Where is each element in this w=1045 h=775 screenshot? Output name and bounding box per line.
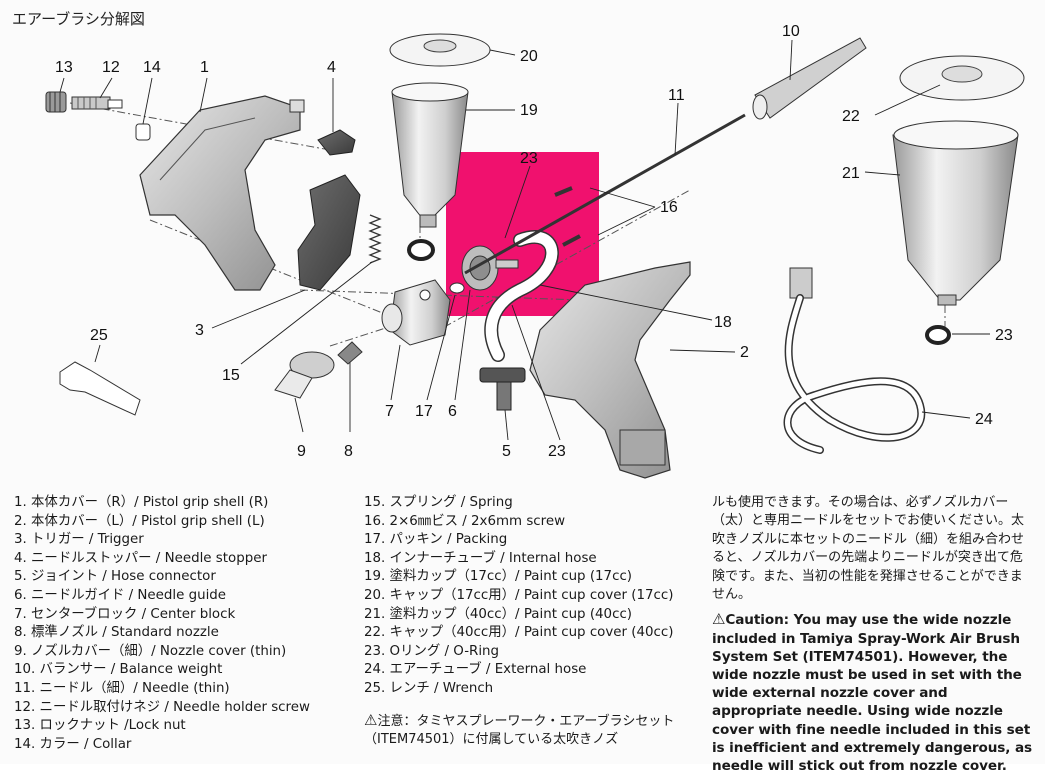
callout-4: 4 (327, 59, 336, 76)
legend-item: 8. 標準ノズル / Standard nozzle (14, 625, 219, 641)
legend-item: 20. キャップ（17cc用）/ Paint cup cover (17cc) (364, 587, 674, 603)
callout-23-top: 23 (520, 150, 538, 167)
paint-cup-17cc-part (391, 82, 469, 228)
caution-text-ja-cont: ルも使用できます。その場合は、必ずノズルカバー（太）と専用ニードルをセットでお使… (712, 495, 1025, 603)
legend-item: 25. レンチ / Wrench (364, 680, 494, 696)
legend-item: 23. Oリング / O-Ring (364, 643, 500, 659)
balance-weight-part (752, 37, 867, 120)
collar-part (135, 123, 151, 141)
page-title: エアーブラシ分解図 (12, 10, 145, 28)
legend-item: 4. ニードルストッパー / Needle stopper (14, 550, 267, 566)
hose-connector-part (479, 367, 526, 411)
caution-text-en: Caution: You may use the wide nozzle inc… (712, 612, 1033, 775)
callout-1: 1 (200, 59, 209, 76)
caution-notes-right: ルも使用できます。その場合は、必ずノズルカバー（太）と専用ニードルをセットでお使… (712, 494, 1034, 775)
callout-5: 5 (502, 443, 511, 460)
callout-22: 22 (842, 108, 860, 125)
warning-triangle-icon: ⚠ (712, 610, 726, 629)
legend-item: 24. エアーチューブ / External hose (364, 662, 587, 678)
paint-cup-40cc-part (892, 120, 1019, 306)
parts-legend-col-2: 15. スプリング / Spring 16. 2×6㎜ビス / 2x6mm sc… (364, 494, 674, 699)
legend-item: 1. 本体カバー（R）/ Pistol grip shell (R) (14, 495, 269, 510)
legend-item: 16. 2×6㎜ビス / 2x6mm screw (364, 513, 566, 529)
standard-nozzle-part (337, 341, 363, 365)
center-block-part (381, 279, 451, 346)
legend-item: 15. スプリング / Spring (364, 495, 513, 510)
callout-labels: 13 12 14 1 4 20 19 10 11 22 21 23 16 18 … (55, 23, 1013, 460)
paint-cup-cover-17cc-part (389, 33, 491, 67)
legend-item: 9. ノズルカバー（細）/ Nozzle cover (thin) (14, 643, 287, 659)
warning-triangle-icon: ⚠ (364, 711, 378, 729)
legend-item: 22. キャップ（40cc用）/ Paint cup cover (40cc) (364, 625, 674, 641)
trigger-part (297, 174, 361, 291)
callout-16: 16 (660, 199, 678, 216)
callout-2: 2 (740, 344, 749, 361)
callout-9: 9 (297, 443, 306, 460)
caution-en-block: ⚠Caution: You may use the wide nozzle in… (712, 610, 1034, 775)
legend-item: 17. パッキン / Packing (364, 532, 508, 548)
callout-6: 6 (448, 403, 457, 420)
parts-legend-col-1: 1. 本体カバー（R）/ Pistol grip shell (R) 2. 本体… (14, 494, 310, 754)
callout-10: 10 (782, 23, 800, 40)
screw-part (554, 186, 581, 247)
callout-20: 20 (520, 48, 538, 65)
legend-item: 18. インナーチューブ / Internal hose (364, 550, 597, 566)
lock-nut-part (45, 91, 67, 113)
callout-23-bottom: 23 (548, 443, 566, 460)
legend-item: 11. ニードル（細）/ Needle (thin) (14, 680, 230, 696)
legend-item: 13. ロックナット /Lock nut (14, 718, 186, 734)
legend-item: 3. トリガー / Trigger (14, 532, 144, 548)
callout-24: 24 (975, 411, 993, 428)
callout-23-right: 23 (995, 327, 1013, 344)
legend-item: 14. カラー / Collar (14, 736, 132, 752)
callout-21: 21 (842, 165, 860, 182)
leader-lines (59, 39, 990, 441)
packing-part (449, 282, 465, 294)
legend-item: 19. 塗料カップ（17cc）/ Paint cup (17cc) (364, 569, 633, 585)
o-ring-right-part (925, 325, 951, 345)
legend-item: 21. 塗料カップ（40cc）/ Paint cup (40cc) (364, 606, 633, 622)
legend-item: 2. 本体カバー（L）/ Pistol grip shell (L) (14, 513, 265, 529)
callout-14: 14 (143, 59, 161, 76)
callout-17: 17 (415, 403, 433, 420)
callout-11: 11 (668, 87, 685, 104)
legend-item: 6. ニードルガイド / Needle guide (14, 587, 227, 603)
caution-text-ja-start: 注意：タミヤスプレーワーク・エアーブラシセット（ITEM74501）に付属してい… (364, 714, 675, 748)
legend-item: 12. ニードル取付けネジ / Needle holder screw (14, 699, 310, 715)
callout-15: 15 (222, 367, 240, 384)
exploded-diagram: 13 12 14 1 4 20 19 10 11 22 21 23 16 18 … (45, 23, 1025, 479)
callout-12: 12 (102, 59, 120, 76)
o-ring-part (407, 239, 435, 261)
callout-18: 18 (714, 314, 732, 331)
legend-item: 10. バランサー / Balance weight (14, 662, 223, 678)
paint-cup-cover-40cc-part (899, 55, 1025, 101)
needle-part (464, 113, 746, 275)
legend-item: 5. ジョイント / Hose connector (14, 569, 216, 585)
callout-25: 25 (90, 327, 108, 344)
legend-item: 7. センターブロック / Center block (14, 606, 236, 622)
nozzle-cover-part (274, 351, 335, 399)
external-hose-part (783, 267, 926, 454)
callout-7: 7 (385, 403, 394, 420)
spring-part (368, 214, 382, 264)
callout-8: 8 (344, 443, 353, 460)
needle-stopper-part (317, 129, 356, 156)
wrench-part (59, 361, 141, 416)
grip-shell-r-part (139, 95, 301, 291)
callout-3: 3 (195, 322, 204, 339)
callout-19: 19 (520, 102, 538, 119)
callout-13: 13 (55, 59, 73, 76)
needle-holder-screw-part (71, 96, 123, 110)
caution-note-ja-start: ⚠注意：タミヤスプレーワーク・エアーブラシセット（ITEM74501）に付属して… (364, 711, 694, 750)
